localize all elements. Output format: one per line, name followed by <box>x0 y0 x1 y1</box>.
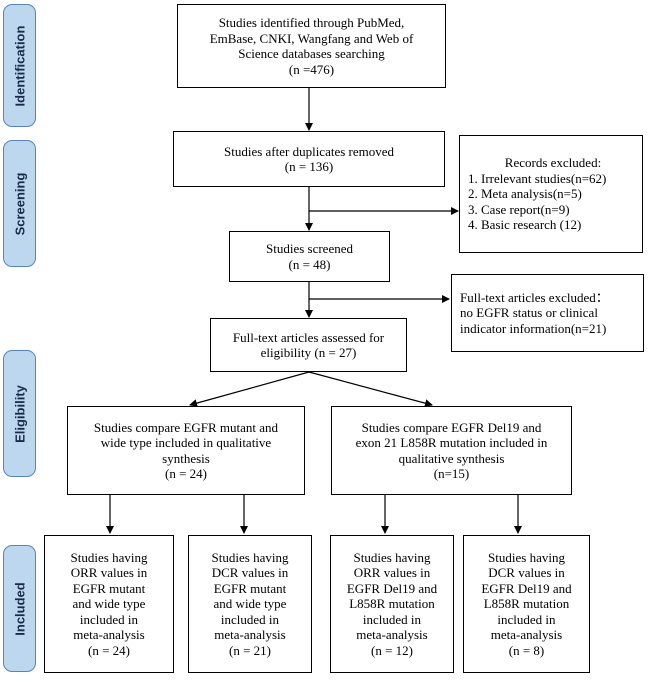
records-excluded-list-line-2: 2. Meta analysis(n=5) <box>468 186 582 202</box>
fulltext-excluded-box: Full-text articles excluded：no EGFR stat… <box>451 274 644 352</box>
orr-mutant-box-line-6: meta-analysis <box>73 627 145 643</box>
dcr-del19-box-line-3: EGFR Del19 and <box>481 580 572 596</box>
dcr-mutant-box-line-6: meta-analysis <box>214 627 286 643</box>
mutant-wild-synthesis-box-line-1: Studies compare EGFR mutant and <box>93 419 279 435</box>
assessed-box-line-2: eligibility (n = 27) <box>260 345 357 360</box>
records-excluded-heading: Records excluded: <box>504 155 602 171</box>
orr-mutant-box-line-7: (n = 24) <box>88 642 130 658</box>
orr-mutant-box-line-5: included in <box>79 611 139 627</box>
identified-box-line-3: Science databases searching <box>238 46 385 61</box>
records-excluded-list-line-3: 3. Case report(n=9) <box>468 201 570 217</box>
records-excluded-box: Records excluded: 1. Irrelevant studies(… <box>459 135 643 253</box>
mutant-wild-synthesis-box-line-4: (n = 24) <box>165 466 207 481</box>
dcr-mutant-box-line-4: and wide type <box>213 596 287 612</box>
stage-identification: Identification <box>3 4 36 127</box>
studies-screened-box-line-2: (n = 48) <box>288 256 331 272</box>
orr-del19-box-line-2: ORR values in <box>353 565 431 581</box>
studies-screened-box-line-1: Studies screened <box>265 241 353 256</box>
del19-l858r-synthesis-box-line-3: qualitative synthesis <box>398 450 505 466</box>
orr-mutant-box-line-2: ORR values in <box>70 565 148 581</box>
records-excluded-list-line-4: 4. Basic research (12) <box>468 217 582 233</box>
arrow-assessed-to-mutant-wild <box>189 371 310 407</box>
dcr-del19-box-line-1: Studies having <box>488 549 565 565</box>
stage-screening: Screening <box>3 140 36 267</box>
mutant-wild-synthesis-box-line-2: wide type included in qualitative <box>100 435 272 450</box>
stage-eligibility: Eligibility <box>3 350 36 477</box>
identified-box-line-1: Studies identified through PubMed, <box>218 15 405 30</box>
dcr-mutant-box-line-3: EGFR mutant <box>213 580 287 596</box>
orr-mutant-box-line-4: and wide type <box>72 596 146 612</box>
orr-del19-box-line-3: EGFR Del19 and <box>346 580 438 596</box>
identified-box-line-4: (n =476) <box>288 61 335 77</box>
fulltext-excluded-box-line-1: Full-text articles excluded： <box>460 289 609 305</box>
dcr-del19-box-line-6: meta-analysis <box>490 627 563 643</box>
del19-l858r-synthesis-box-line-4: (n=15) <box>433 466 470 481</box>
duplicates-removed-box-line-2: (n = 136) <box>284 159 334 174</box>
dcr-mutant-box-line-2: DCR values in <box>211 565 289 581</box>
arrow-assessed-to-del19-l858r <box>308 371 433 408</box>
duplicates-removed-box-line-1: Studies after duplicates removed <box>223 143 395 159</box>
dcr-del19-box-line-2: DCR values in <box>488 565 565 581</box>
dcr-del19-box-line-7: (n = 8) <box>508 642 545 658</box>
dcr-mutant-box-line-7: (n = 21) <box>229 642 271 658</box>
dcr-mutant-box-line-5: included in <box>220 611 280 627</box>
orr-mutant-box-line-1: Studies having <box>70 549 148 565</box>
identified-box-line-2: EmBase, CNKI, Wangfang and Web of <box>209 30 414 46</box>
mutant-wild-synthesis-box-line-3: synthesis <box>162 450 210 466</box>
del19-l858r-synthesis-box-line-2: exon 21 L858R mutation included in <box>355 435 548 450</box>
orr-mutant-box-line-3: EGFR mutant <box>72 580 146 596</box>
orr-del19-box-line-7: (n = 12) <box>371 642 413 658</box>
orr-del19-box-line-5: included in <box>362 611 422 627</box>
dcr-del19-box-line-5: included in <box>497 611 556 627</box>
duplicates-removed-box: Studies after duplicates removed(n = 136… <box>173 131 445 187</box>
del19-l858r-synthesis-box-line-1: Studies compare EGFR Del19 and <box>361 419 542 435</box>
stage-included: Included <box>3 545 36 672</box>
orr-del19-box-line-6: meta-analysis <box>356 627 428 643</box>
records-excluded-list: 1. Irrelevant studies(n=62)2. Meta analy… <box>468 171 606 233</box>
dcr-del19-box-line-4: L858R mutation <box>483 596 570 612</box>
fulltext-excluded-box-line-3: indicator information(n=21) <box>460 320 607 336</box>
assessed-box-line-1: Full-text articles assessed for <box>232 329 385 345</box>
studies-screened-box: Studies screened(n = 48) <box>229 231 390 282</box>
dcr-mutant-box-line-1: Studies having <box>211 549 289 565</box>
orr-del19-box-line-1: Studies having <box>353 549 431 565</box>
fulltext-excluded-box-line-2: no EGFR status or clinical <box>460 305 598 321</box>
orr-del19-box-line-4: L858R mutation <box>349 596 435 612</box>
records-excluded-list-line-1: 1. Irrelevant studies(n=62) <box>468 170 607 186</box>
identified-box: Studies identified through PubMed,EmBase… <box>177 4 446 88</box>
